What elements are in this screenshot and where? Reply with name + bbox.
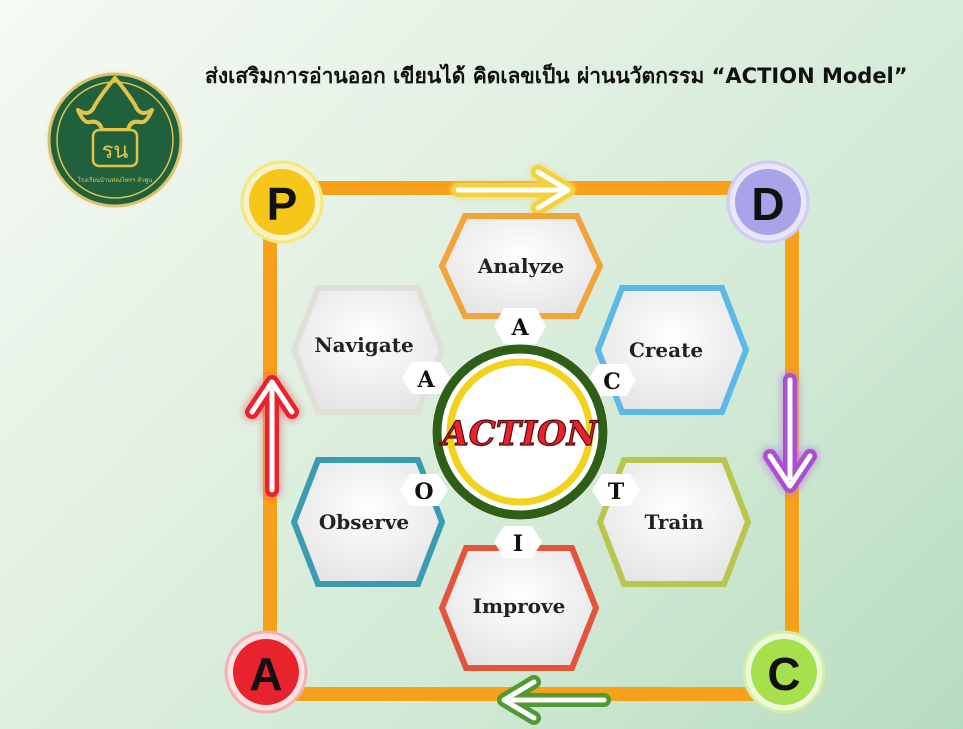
navigate-label: Navigate bbox=[314, 333, 413, 357]
step-analyze: Analyze bbox=[438, 213, 604, 319]
pdca-act-badge: A bbox=[224, 630, 308, 714]
letter-c-create: C bbox=[588, 364, 636, 396]
letter-a-analyze: A bbox=[494, 308, 546, 344]
create-label: Create bbox=[629, 338, 703, 362]
svg-text:O: O bbox=[414, 479, 433, 505]
check-letter: C bbox=[767, 648, 800, 700]
improve-label: Improve bbox=[473, 594, 566, 618]
plan-letter: P bbox=[267, 178, 298, 230]
act-letter: A bbox=[249, 648, 282, 700]
page-title: ส่งเสริมการอ่านออก เขียนได้ คิดเลขเป็น ผ… bbox=[205, 64, 908, 88]
analyze-label: Analyze bbox=[477, 254, 564, 278]
arrow-up-icon bbox=[245, 375, 299, 497]
step-improve: Improve bbox=[438, 545, 600, 671]
center-label: ACTION bbox=[439, 414, 599, 454]
letter-a-navigate: A bbox=[402, 362, 450, 394]
pdca-check-badge: C bbox=[742, 630, 826, 714]
roof-icon bbox=[76, 76, 154, 132]
svg-text:C: C bbox=[603, 369, 621, 395]
svg-text:T: T bbox=[608, 479, 625, 505]
action-center: ACTION bbox=[432, 344, 608, 520]
school-logo: รน โรงเรียนบ้านท่องไพรฯ ลำพูน bbox=[45, 70, 185, 210]
arrow-right-icon bbox=[451, 165, 575, 215]
observe-label: Observe bbox=[319, 510, 409, 534]
arrow-left-icon bbox=[497, 675, 611, 725]
letter-t-train: T bbox=[592, 474, 640, 506]
pdca-do-badge: D bbox=[726, 160, 810, 244]
letter-o-observe: O bbox=[400, 474, 448, 506]
logo-initials: รน bbox=[102, 139, 129, 164]
logo-motto: โรงเรียนบ้านท่องไพรฯ ลำพูน bbox=[78, 176, 153, 184]
arrow-down-icon bbox=[763, 373, 817, 493]
train-label: Train bbox=[644, 510, 704, 534]
svg-text:A: A bbox=[416, 367, 435, 393]
svg-text:I: I bbox=[513, 531, 523, 557]
pdca-plan-badge: P bbox=[240, 160, 324, 244]
svg-text:A: A bbox=[510, 315, 529, 341]
letter-i-improve: I bbox=[494, 526, 542, 558]
do-letter: D bbox=[751, 178, 784, 230]
